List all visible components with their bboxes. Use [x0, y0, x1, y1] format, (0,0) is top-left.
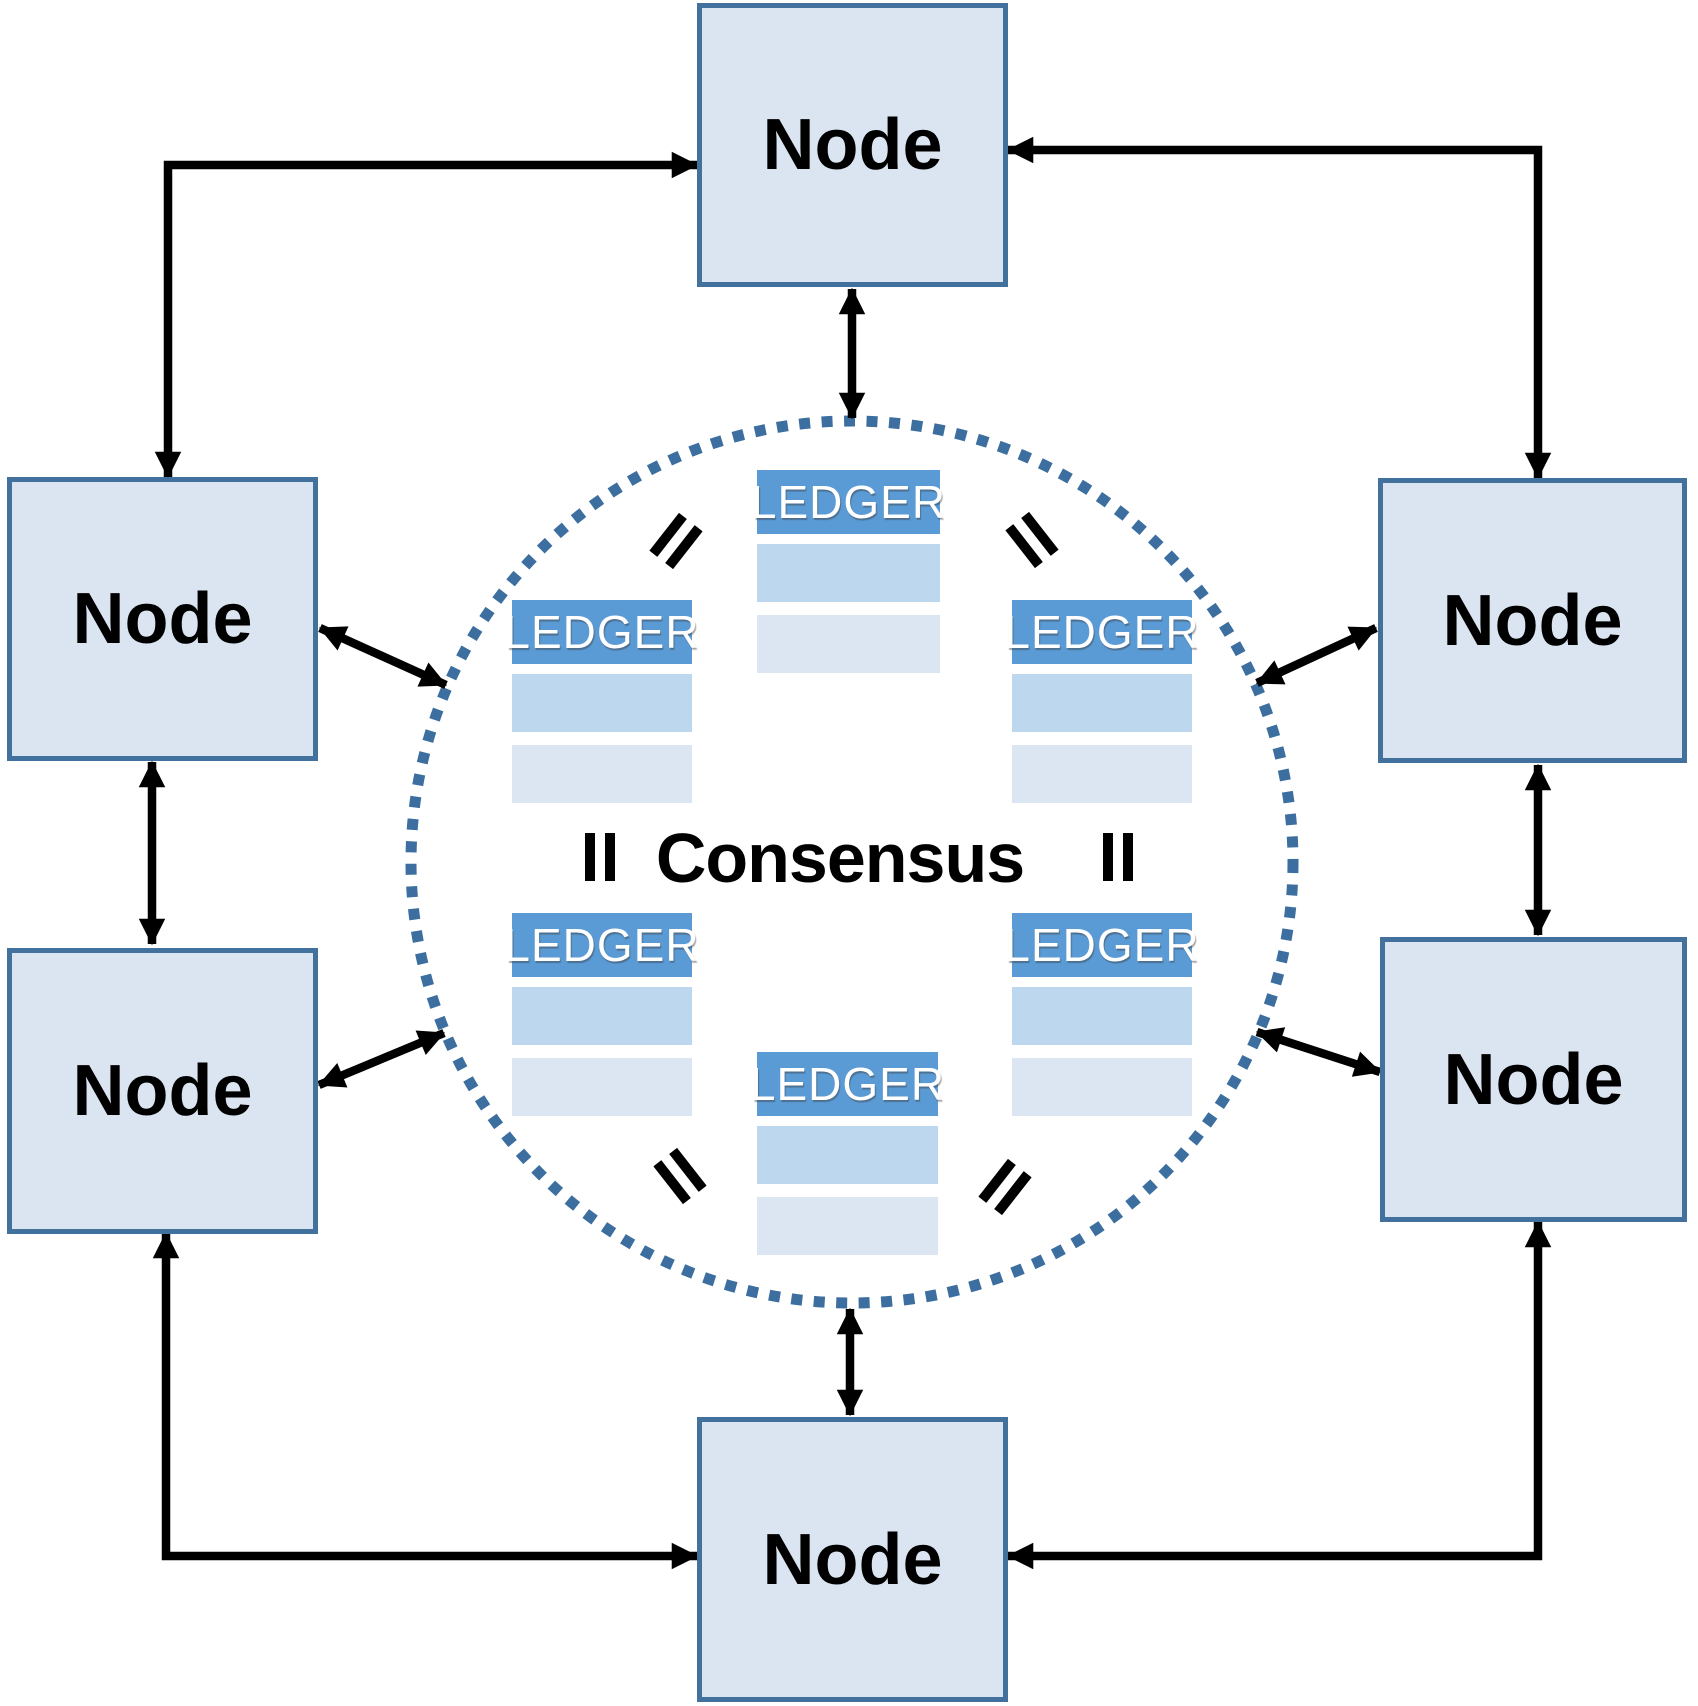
- equals-bar: [585, 833, 595, 881]
- ledger-header: LEDGER: [1004, 600, 1199, 664]
- ledger-row: [512, 1058, 692, 1116]
- ledger-row: [757, 615, 940, 673]
- arrow-right-bottom-node-to-circle: [1255, 1027, 1382, 1077]
- equals-bar: [605, 833, 615, 881]
- equals-icon: [585, 833, 615, 881]
- node-left-bottom: Node: [7, 948, 318, 1234]
- equals-bar: [1103, 833, 1113, 881]
- node-bottom: Node: [697, 1417, 1008, 1702]
- arrow-top-node-to-right-top-node: [1006, 136, 1552, 480]
- ledger-lower-left: LEDGER: [504, 913, 699, 1116]
- ledger-row: [512, 674, 692, 732]
- ledger-header: LEDGER: [504, 600, 699, 664]
- ledger-row: [1012, 745, 1192, 803]
- equals-icon: [1103, 833, 1133, 881]
- ledger-header: LEDGER: [750, 1052, 944, 1116]
- ledger-row: [1012, 674, 1192, 732]
- ledger-header: LEDGER: [1004, 913, 1199, 977]
- node-right-bottom: Node: [1380, 937, 1687, 1222]
- arrow-right-top-node-to-circle: [1255, 624, 1378, 687]
- arrow-bottom-node-to-left-bottom-node: [152, 1231, 699, 1570]
- arrow-left-bottom-node-to-circle: [317, 1029, 446, 1089]
- arrow-left-top-node-to-circle: [318, 624, 448, 689]
- node-right-top: Node: [1378, 478, 1687, 763]
- ledger-header: LEDGER: [504, 913, 699, 977]
- arrow-top-node-to-left-top-node: [154, 151, 699, 479]
- node-left-top: Node: [7, 477, 318, 761]
- ledger-row: [757, 544, 940, 602]
- ledger-upper-right: LEDGER: [1004, 600, 1199, 803]
- ledger-top-center: LEDGER: [751, 470, 945, 673]
- ledger-row: [757, 1197, 938, 1255]
- arrow-bottom-node-to-right-bottom-node: [1006, 1220, 1552, 1570]
- ledger-lower-right: LEDGER: [1004, 913, 1199, 1116]
- node-top: Node: [697, 3, 1008, 287]
- ledger-row: [512, 987, 692, 1045]
- ledger-header: LEDGER: [751, 470, 945, 534]
- ledger-row: [512, 745, 692, 803]
- equals-bar: [1123, 833, 1133, 881]
- ledger-row: [757, 1126, 938, 1184]
- ledger-row: [1012, 987, 1192, 1045]
- ledger-upper-left: LEDGER: [504, 600, 699, 803]
- consensus-label: Consensus: [655, 819, 1025, 897]
- ledger-bottom-center: LEDGER: [750, 1052, 944, 1255]
- ledger-row: [1012, 1058, 1192, 1116]
- consensus-circle: [405, 415, 1299, 1309]
